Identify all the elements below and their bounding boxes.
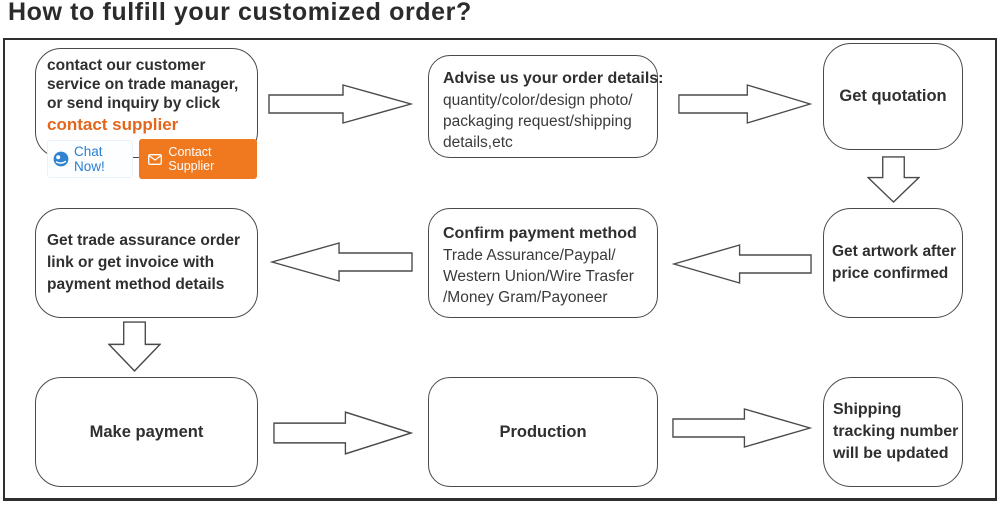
contact-supplier-highlight: contact supplier — [47, 115, 179, 134]
arrow-left-icon — [270, 242, 413, 282]
chat-now-button[interactable]: Chat Now! — [47, 140, 134, 178]
trade-assurance-line: Get trade assurance order — [47, 232, 240, 249]
contact-buttons-row: Chat Now! Contact Supplier — [47, 139, 257, 179]
envelope-icon — [148, 153, 163, 165]
arrow-down-icon — [108, 321, 161, 372]
contact-supplier-button[interactable]: Contact Supplier — [139, 139, 257, 179]
trade-assurance-line: payment method details — [47, 276, 225, 293]
arrow-right-icon — [273, 411, 413, 455]
shipping-line: will be updated — [833, 445, 949, 462]
arrow-right-icon — [672, 408, 812, 448]
step-trade-assurance-box: Get trade assurance order link or get in… — [35, 208, 258, 318]
arrow-right-icon — [268, 84, 413, 124]
trade-assurance-line: link or get invoice with — [47, 254, 215, 271]
get-artwork-line: Get artwork after — [832, 243, 957, 260]
step-contact-line: contact our customer — [47, 57, 206, 74]
order-details-line: quantity/color/design photo/ — [443, 92, 633, 109]
payment-method-line: /Money Gram/Payoneer — [443, 289, 608, 306]
get-quotation-label: Get quotation — [839, 87, 947, 105]
step-make-payment-box: Make payment — [35, 377, 258, 487]
shipping-line: tracking number — [833, 423, 959, 440]
trademanager-icon — [53, 151, 69, 167]
contact-supplier-label: Contact Supplier — [168, 145, 215, 173]
step-get-quotation-box: Get quotation — [823, 43, 963, 150]
arrow-down-icon — [867, 156, 920, 203]
step-order-details-box: Advise us your order details: quantity/c… — [428, 55, 664, 158]
page-title: How to fulfill your customized order? — [8, 0, 472, 26]
order-details-line: details,etc — [443, 134, 513, 151]
step-get-artwork-box: Get artwork after price confirmed — [823, 208, 963, 318]
step-contact-service-box: contact our customer service on trade ma… — [35, 48, 258, 179]
arrow-left-icon — [672, 244, 812, 284]
step-payment-method-box: Confirm payment method Trade Assurance/P… — [428, 208, 658, 318]
make-payment-label: Make payment — [89, 422, 204, 441]
step-contact-line: or send inquiry by click — [47, 95, 221, 112]
step-shipping-tracking-box: Shipping tracking number will be updated — [823, 377, 963, 487]
payment-method-line: Western Union/Wire Trasfer — [443, 268, 634, 285]
chat-now-label: Chat Now! — [74, 144, 105, 174]
get-artwork-line: price confirmed — [832, 265, 949, 282]
step-contact-line: service on trade manager, — [47, 76, 239, 93]
order-details-line: packaging request/shipping — [443, 113, 632, 130]
shipping-line: Shipping — [833, 401, 902, 418]
payment-method-line: Trade Assurance/Paypal/ — [443, 247, 616, 264]
production-label: Production — [499, 422, 587, 441]
arrow-right-icon — [678, 84, 812, 124]
step-production-box: Production — [428, 377, 658, 487]
order-details-title: Advise us your order details: — [443, 70, 664, 87]
payment-method-title: Confirm payment method — [443, 225, 637, 242]
